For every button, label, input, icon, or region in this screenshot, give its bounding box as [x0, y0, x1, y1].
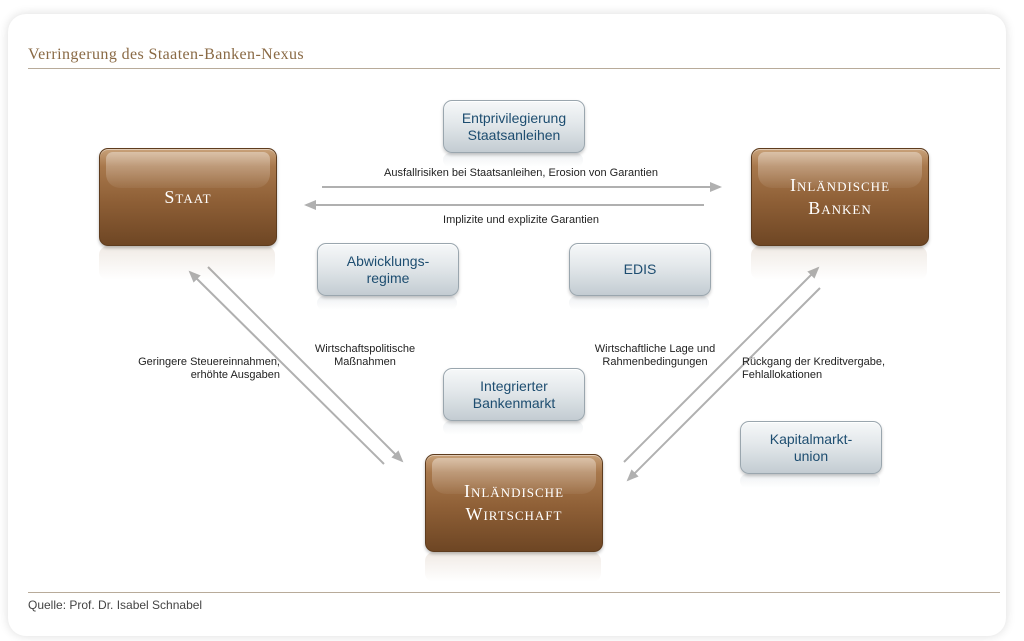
edis-reflection — [569, 296, 709, 310]
measure-integrierter-bankenmarkt: Integrierter Bankenmarkt — [443, 368, 585, 421]
entprivilegierung-reflection — [443, 153, 583, 167]
staat-reflection — [99, 246, 275, 280]
source-note: Quelle: Prof. Dr. Isabel Schnabel — [28, 598, 203, 612]
node-inlaendische-wirtschaft: Inländische Wirtschaft — [425, 454, 603, 552]
measure-kapitalmarktunion: Kapitalmarkt- union — [740, 421, 882, 474]
kapitalmarkt-reflection — [740, 474, 880, 488]
wirtschaft-reflection — [425, 552, 601, 582]
node-inlaendische-banken: Inländische Banken — [751, 148, 929, 246]
measure-entprivilegierung-staatsanleihen: Entprivilegierung Staatsanleihen — [443, 100, 585, 153]
abwicklung-reflection — [317, 296, 457, 310]
arrow-banken-to-wirtschaft — [626, 287, 821, 482]
banken-reflection — [751, 246, 927, 280]
label-ausfallrisiken: Ausfallrisiken bei Staatsanleihen, Erosi… — [384, 167, 658, 179]
arrow-staat-to-wirtschaft — [207, 266, 404, 463]
measure-abwicklungsregime: Abwicklungs- regime — [317, 243, 459, 296]
label-kreditvergabe: Rückgang der Kreditvergabe, Fehlallokati… — [742, 356, 886, 381]
label-wirtschaftspolitische-massnahmen: Wirtschaftspolitische Maßnahmen — [314, 343, 416, 368]
footer-divider — [28, 592, 1000, 593]
label-steuereinnahmen: Geringere Steuereinnahmen, erhöhte Ausga… — [138, 356, 280, 381]
bankenmarkt-reflection — [443, 421, 583, 435]
title-divider — [28, 68, 1000, 69]
measure-edis: EDIS — [569, 243, 711, 296]
label-wirtschaftliche-lage: Wirtschaftliche Lage und Rahmenbedingung… — [594, 343, 716, 368]
node-staat: Staat — [99, 148, 277, 246]
label-garantien: Implizite und explizite Garantien — [443, 214, 599, 226]
arrow-wirtschaft-to-banken — [623, 266, 820, 463]
arrow-wirtschaft-to-staat — [188, 270, 385, 465]
diagram-title: Verringerung des Staaten-Banken-Nexus — [28, 46, 305, 63]
